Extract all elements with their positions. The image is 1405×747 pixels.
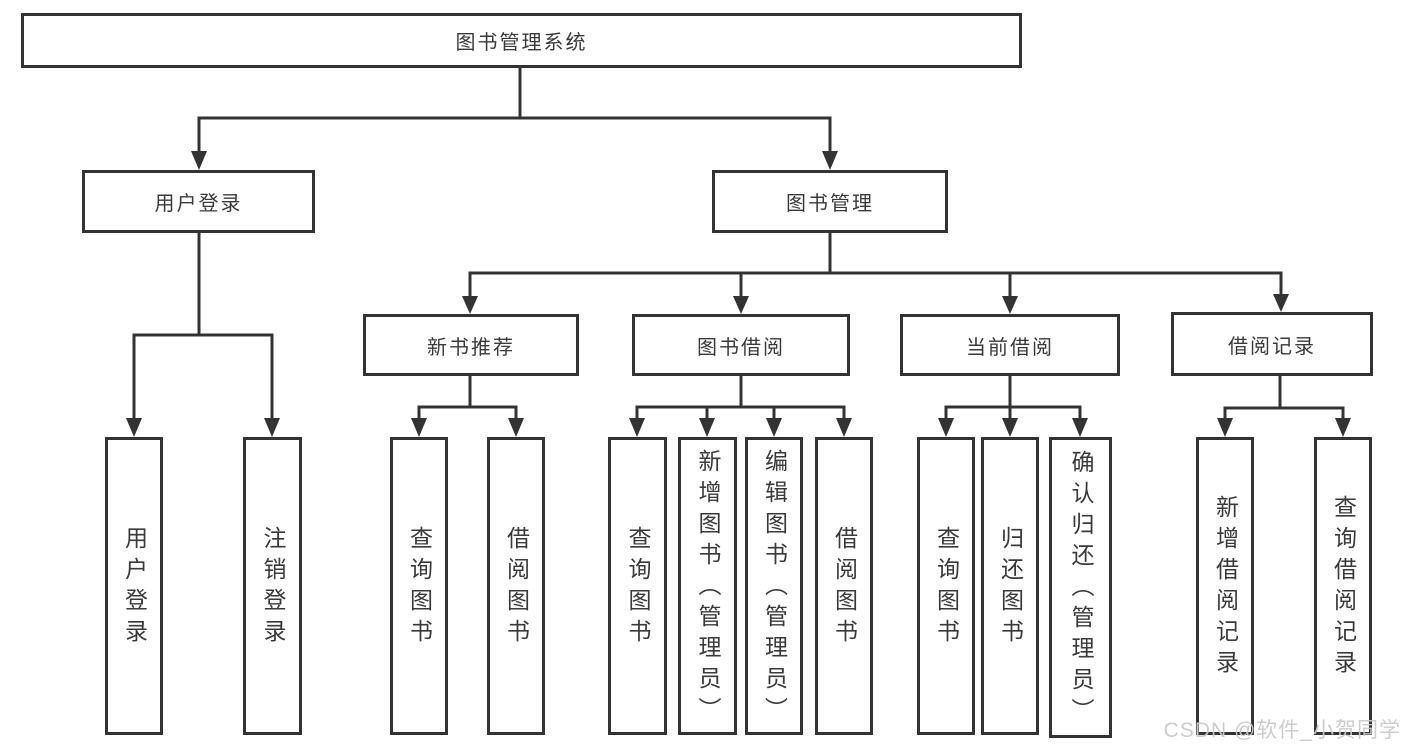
node-label: 新增图书（管理员） (695, 448, 721, 728)
node-label: 用户登录 (154, 193, 243, 215)
leaf-return-book: 归还图书 (981, 437, 1039, 735)
node-label: 查询图书 (406, 526, 433, 650)
node-label: 新书推荐 (427, 336, 515, 359)
node-label: 新增借阅记录 (1212, 495, 1239, 681)
node-label: 借阅图书 (831, 526, 858, 650)
leaf-query-book-current: 查询图书 (917, 437, 975, 735)
node-borrowing-records: 借阅记录 (1171, 312, 1373, 376)
leaf-user-login: 用户登录 (105, 437, 163, 735)
node-current-borrowing: 当前借阅 (900, 314, 1120, 376)
node-label: 借阅图书 (503, 526, 530, 650)
node-label: 当前借阅 (966, 336, 1054, 359)
node-label: 用户登录 (121, 526, 148, 650)
leaf-borrow-book-borrowing: 借阅图书 (815, 437, 873, 735)
node-label: 借阅记录 (1228, 335, 1316, 358)
node-label: 图书借阅 (697, 336, 785, 359)
leaf-add-book-admin: 新增图书（管理员） (678, 437, 737, 735)
node-label: 查询图书 (625, 526, 651, 650)
leaf-edit-book-admin: 编辑图书（管理员） (745, 437, 803, 735)
leaf-query-book-recommend: 查询图书 (390, 437, 448, 735)
node-root-library-management-system: 图书管理系统 (21, 13, 1022, 68)
leaf-add-borrow-record: 新增借阅记录 (1196, 437, 1254, 735)
node-label: 查询图书 (933, 526, 960, 650)
node-new-book-recommend: 新书推荐 (363, 314, 579, 376)
node-label: 编辑图书（管理员） (761, 448, 788, 728)
node-book-management: 图书管理 (712, 170, 948, 233)
node-book-borrowing: 图书借阅 (632, 314, 850, 376)
leaf-logout: 注销登录 (243, 437, 302, 735)
arrowheads (126, 151, 1351, 437)
node-label: 图书管理 (786, 193, 874, 215)
node-label: 归还图书 (997, 526, 1024, 650)
leaf-query-book-borrowing: 查询图书 (608, 437, 667, 735)
node-label: 查询借阅记录 (1330, 495, 1357, 681)
node-label: 确认归还（管理员） (1068, 450, 1094, 729)
leaf-borrow-book-recommend: 借阅图书 (487, 437, 545, 735)
node-label: 图书管理系统 (455, 32, 588, 54)
leaf-query-borrow-record: 查询借阅记录 (1314, 437, 1372, 735)
node-user-login: 用户登录 (82, 170, 315, 233)
node-label: 注销登录 (260, 526, 286, 650)
leaf-confirm-return-admin: 确认归还（管理员） (1049, 437, 1112, 738)
